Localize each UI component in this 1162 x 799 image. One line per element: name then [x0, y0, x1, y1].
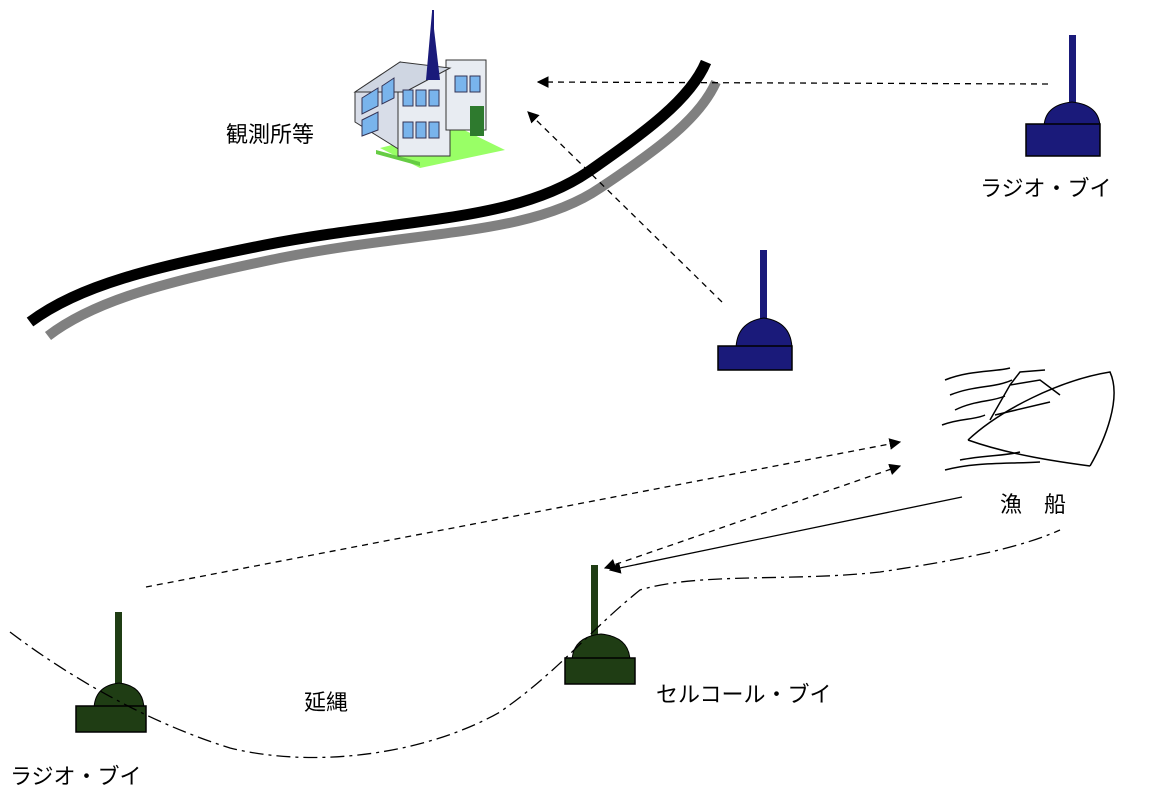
observatory-building-icon — [353, 10, 505, 168]
coastline — [26, 59, 721, 340]
signal-arrows — [145, 76, 1049, 588]
longline-path — [9, 529, 1061, 759]
fishing-boat-icon — [941, 367, 1115, 471]
label-observatory: 観測所等 — [226, 123, 314, 148]
label-fishing-boat: 漁 船 — [1000, 493, 1066, 518]
label-selcall-buoy: セルコール・ブイ — [656, 683, 832, 708]
arrow-boat-to-selcall — [608, 496, 963, 574]
arrow-selcall-boat-duplex — [603, 463, 902, 571]
arrow-buoy-top-to-observatory — [536, 76, 1049, 88]
arrow-buoy-bottom-to-boat — [145, 438, 902, 588]
radio-buoy-middle-icon — [717, 250, 793, 371]
label-radio-buoy-bottom: ラジオ・ブイ — [10, 765, 142, 790]
label-longline: 延縄 — [304, 691, 348, 716]
label-radio-buoy-top: ラジオ・ブイ — [980, 177, 1112, 202]
arrow-buoy-middle-to-observatory — [527, 111, 723, 303]
radio-buoy-bottom-icon — [75, 612, 147, 733]
radio-buoy-top-icon — [1025, 35, 1101, 157]
